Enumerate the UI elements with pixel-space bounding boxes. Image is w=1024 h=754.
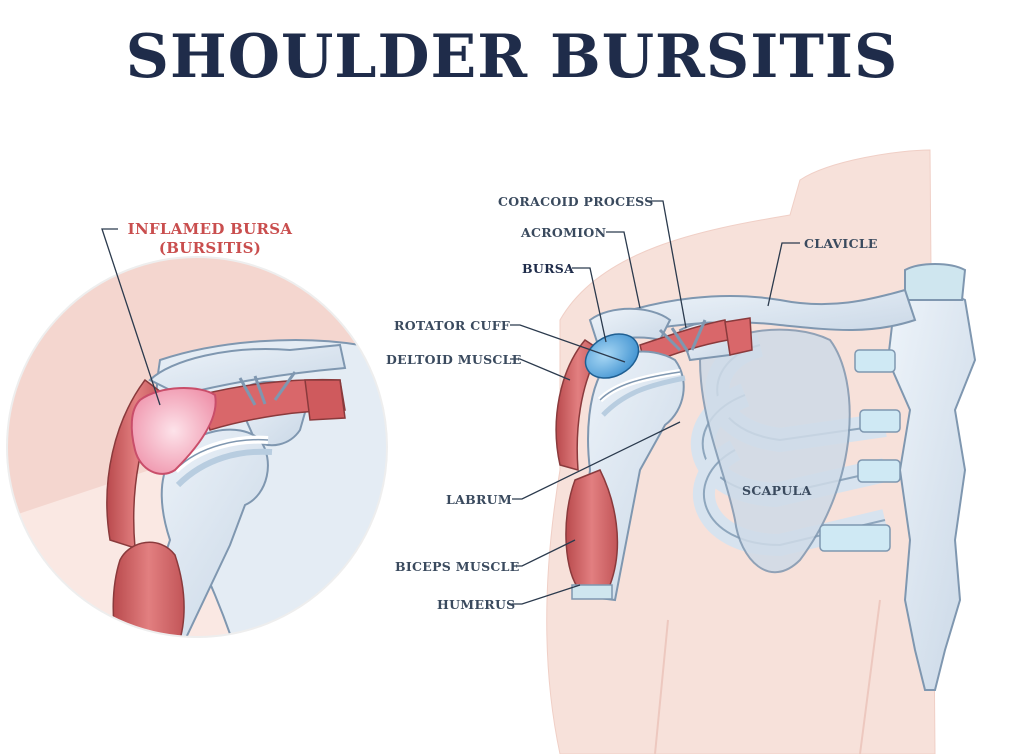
bursa-sac xyxy=(584,333,640,379)
labrum-label: LABRUM xyxy=(446,492,512,507)
leader-lines xyxy=(101,200,800,605)
inflamed-bursa-label: INFLAMED BURSA (BURSITIS) xyxy=(120,220,300,258)
bursa-label: BURSA xyxy=(522,261,575,276)
humerus-label: HUMERUS xyxy=(437,597,516,612)
deltoid-muscle-label: DELTOID MUSCLE xyxy=(386,352,522,367)
magnified-view xyxy=(7,257,387,637)
page-title: SHOULDER BURSITIS xyxy=(125,22,899,92)
ligaments xyxy=(658,319,707,353)
rotator-cuff-label: ROTATOR CUFF xyxy=(394,318,511,333)
clavicle-label: CLAVICLE xyxy=(804,236,878,251)
acromion-label: ACROMION xyxy=(521,225,607,240)
sternum-bone xyxy=(819,263,977,691)
scapula-bone xyxy=(698,328,851,574)
scapula-label: SCAPULA xyxy=(742,483,812,498)
inflamed-bursa-label-line1: INFLAMED BURSA xyxy=(127,220,293,238)
coracoid-process-label: CORACOID PROCESS xyxy=(498,194,654,209)
inflamed-bursa-label-line2: (BURSITIS) xyxy=(158,239,262,257)
inflamed-bursa xyxy=(130,387,217,475)
biceps-muscle-label: BICEPS MUSCLE xyxy=(395,559,520,574)
